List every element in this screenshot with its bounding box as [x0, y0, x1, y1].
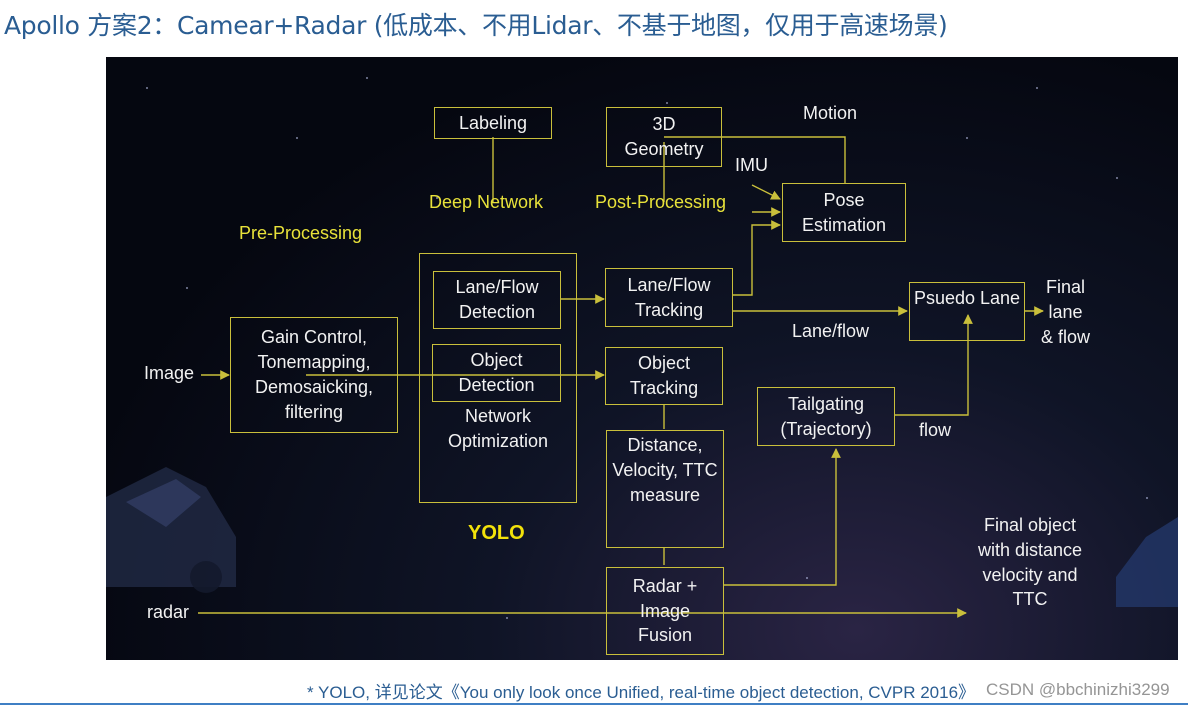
gain-control-box: Gain Control, Tonemapping, Demosaicking,… — [230, 317, 398, 433]
star — [296, 137, 298, 139]
final-lane-output: Final lane & flow — [1041, 277, 1091, 347]
flow-edge-label: flow — [919, 420, 952, 440]
radar-image-fusion-box: Radar + Image Fusion — [606, 567, 724, 655]
footnote: * YOLO, 详见论文《You only look once Unified,… — [307, 683, 976, 702]
motion-label: Motion — [803, 103, 858, 123]
final-object-output: Final object with distance velocity and … — [978, 515, 1083, 610]
image-input-label: Image — [144, 363, 195, 383]
geometry-3d-box: 3D Geometry — [606, 107, 722, 167]
yolo-label: YOLO — [468, 522, 525, 544]
diagram-panel: Labeling 3D Geometry Pose Estimation Gai… — [106, 57, 1178, 660]
post-processing-label: Post-Processing — [595, 192, 727, 212]
star — [1036, 87, 1038, 89]
psuedo-lane-box: Psuedo Lane — [909, 282, 1025, 341]
lane-flow-tracking-box: Lane/Flow Tracking — [605, 268, 733, 327]
star — [506, 617, 508, 619]
object-detection-box: Object Detection — [432, 344, 561, 402]
slide-title: Apollo 方案2：Camear+Radar (低成本、不用Lidar、不基于… — [4, 11, 948, 40]
watermark: CSDN @bbchinizhi3299 — [986, 680, 1170, 699]
lane-flow-edge-label: Lane/flow — [792, 321, 870, 341]
radar-input-label: radar — [147, 602, 190, 622]
deep-network-label: Deep Network — [429, 192, 544, 212]
network-optimization-box: Network Optimization — [419, 253, 577, 503]
connector-lines — [198, 136, 1044, 618]
star — [436, 197, 438, 199]
distance-velocity-box: Distance, Velocity, TTC measure — [606, 430, 724, 548]
truck-silhouette-icon — [106, 467, 236, 593]
star — [966, 137, 968, 139]
star — [1146, 497, 1148, 499]
star — [666, 102, 668, 104]
imu-label: IMU — [735, 155, 768, 175]
star — [186, 287, 188, 289]
lane-flow-detection-box: Lane/Flow Detection — [433, 271, 561, 329]
star — [146, 87, 148, 89]
object-tracking-box: Object Tracking — [605, 347, 723, 405]
star — [1116, 177, 1118, 179]
star — [366, 77, 368, 79]
bottom-rule — [0, 703, 1188, 705]
labeling-box: Labeling — [434, 107, 552, 139]
pose-estimation-box: Pose Estimation — [782, 183, 906, 242]
tailgating-box: Tailgating (Trajectory) — [757, 387, 895, 446]
pre-processing-label: Pre-Processing — [239, 223, 363, 243]
star — [806, 577, 808, 579]
car-silhouette-icon — [1116, 517, 1178, 607]
